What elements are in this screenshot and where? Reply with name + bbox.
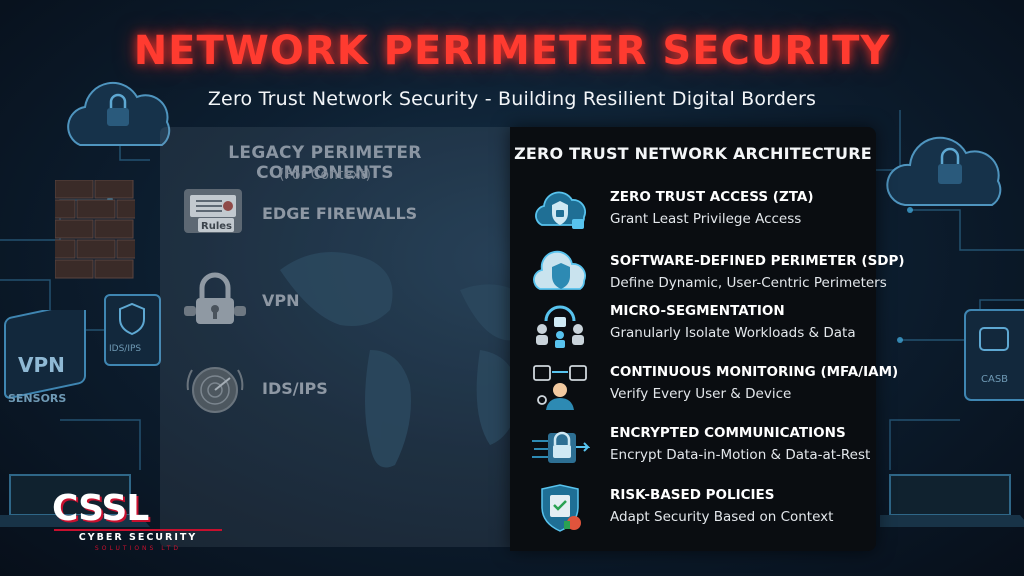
legacy-item-edge-firewalls: Rules EDGE FIREWALLS	[180, 185, 417, 241]
zt-item-risk-based-policies: RISK-BASED POLICIES Adapt Security Based…	[530, 483, 876, 535]
firewall-icon: Rules	[180, 185, 250, 241]
page-subtitle: Zero Trust Network Security - Building R…	[207, 88, 817, 110]
zt-item-heading: MICRO-SEGMENTATION	[610, 303, 785, 319]
legacy-item-vpn: VPN	[180, 272, 300, 328]
zt-item-description: Adapt Security Based on Context	[610, 509, 834, 525]
zt-item-description: Encrypt Data-in-Motion & Data-at-Rest	[610, 447, 871, 463]
zt-item-heading: RISK-BASED POLICIES	[610, 487, 775, 503]
bg-casb-label: CASB	[981, 374, 1008, 385]
zt-item-description: Granularly Isolate Workloads & Data	[610, 325, 856, 341]
segmentation-icon	[530, 299, 590, 351]
cloud-shield-lock-icon	[530, 185, 590, 237]
radar-icon	[180, 360, 250, 416]
brick-wall-icon	[55, 180, 135, 279]
logo-divider	[54, 529, 222, 531]
logo-wordmark: CSSL	[52, 488, 149, 529]
casb-device-icon: CASB	[964, 309, 1024, 401]
shield-checklist-icon	[530, 483, 590, 535]
page-title: NETWORK PERIMETER SECURITY	[133, 28, 891, 74]
vpn-device-icon: VPN SENSORS	[4, 310, 86, 405]
bg-ids-label: IDS/IPS	[109, 344, 141, 354]
legacy-perimeter-panel: LEGACY PERIMETER COMPONENTS (For Context…	[160, 127, 510, 547]
encrypted-lock-icon	[530, 421, 590, 473]
firewall-rules-label: Rules	[201, 221, 232, 232]
zt-item-description: Grant Least Privilege Access	[610, 211, 802, 227]
laptop-icon	[880, 474, 1024, 527]
bg-sensors-label: SENSORS	[8, 392, 66, 405]
company-logo: CSSL CYBER SECURITY SOLUTIONS LTD	[52, 488, 227, 558]
legacy-panel-title: LEGACY PERIMETER COMPONENTS	[228, 143, 422, 183]
logo-tagline: CYBER SECURITY	[78, 532, 198, 543]
legacy-item-label: VPN	[262, 290, 300, 310]
cloud-lock-icon	[67, 81, 171, 146]
legacy-panel-subtitle: (For Context)	[278, 167, 372, 183]
legacy-item-ids-ips: IDS/IPS	[180, 360, 328, 416]
zt-item-heading: CONTINUOUS MONITORING (MFA/IAM)	[610, 364, 899, 380]
zt-item-software-defined-perimeter: SOFTWARE-DEFINED PERIMETER (SDP) Define …	[530, 249, 905, 301]
zt-item-description: Define Dynamic, User-Centric Perimeters	[610, 275, 887, 291]
zt-item-micro-segmentation: MICRO-SEGMENTATION Granularly Isolate Wo…	[530, 299, 876, 351]
zt-item-heading: SOFTWARE-DEFINED PERIMETER (SDP)	[610, 253, 905, 269]
cloud-lock-icon	[886, 136, 1002, 206]
zt-item-continuous-monitoring: CONTINUOUS MONITORING (MFA/IAM) Verify E…	[530, 360, 898, 412]
zero-trust-panel-title: ZERO TRUST NETWORK ARCHITECTURE	[514, 144, 872, 163]
legacy-item-label: IDS/IPS	[262, 378, 328, 398]
zero-trust-panel: ZERO TRUST NETWORK ARCHITECTURE ZERO TRU…	[510, 127, 905, 551]
zt-item-heading: ZERO TRUST ACCESS (ZTA)	[610, 189, 814, 205]
zt-item-heading: ENCRYPTED COMMUNICATIONS	[610, 425, 846, 441]
cloud-shield-icon	[530, 249, 590, 301]
bg-vpn-label: VPN	[18, 353, 65, 377]
zt-item-zero-trust-access: ZERO TRUST ACCESS (ZTA) Grant Least Priv…	[530, 185, 876, 237]
logo-subtagline: SOLUTIONS LTD	[94, 545, 182, 552]
padlock-icon	[180, 272, 250, 328]
ids-device-icon: IDS/IPS	[104, 294, 161, 366]
monitoring-user-icon	[530, 360, 590, 412]
laptop-icon	[0, 474, 150, 527]
zt-item-encrypted-communications: ENCRYPTED COMMUNICATIONS Encrypt Data-in…	[530, 421, 876, 473]
legacy-item-label: EDGE FIREWALLS	[262, 203, 418, 223]
zt-item-description: Verify Every User & Device	[610, 386, 792, 402]
